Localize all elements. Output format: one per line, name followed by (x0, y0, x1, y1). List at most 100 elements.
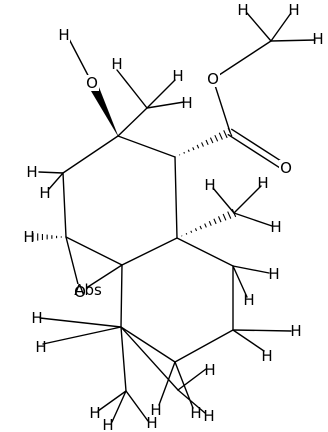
bond-c7-h2 (232, 329, 265, 352)
h-angular-3-label: H (204, 176, 215, 194)
h-c6-2-label: H (150, 401, 161, 419)
hash-c8a-methyl-stroke (190, 230, 193, 233)
bonds-layer (38, 12, 316, 423)
h-methoxy-2-label: H (288, 1, 299, 19)
bond-methyl-a-h2 (177, 368, 207, 391)
bond-c7-h1 (232, 329, 292, 332)
bond-c5-methyl-a (120, 326, 179, 391)
h-c7-1-label: H (290, 322, 301, 340)
epoxide-oxygen-label-backdrop (73, 284, 87, 300)
carbonyl-oxygen-label-backdrop (279, 160, 293, 176)
hash-c1-ester-stroke (187, 149, 190, 153)
bond-carbonyl-double-1 (227, 133, 285, 172)
bond-methyl-h2 (146, 79, 176, 109)
hash-c8a-methyl-stroke (204, 223, 207, 228)
h-methyl-c2-1-label: H (111, 55, 122, 73)
bond-c4a-c5 (120, 264, 123, 328)
hash-c8a-methyl-stroke (185, 232, 188, 235)
bond-c6-c7 (174, 329, 234, 363)
hash-c1-ester-stroke (227, 127, 233, 137)
bond-c3-h1 (38, 171, 64, 174)
epoxide-oxygen-label: O (74, 283, 86, 301)
hash-c8a-methyl-stroke (194, 228, 198, 232)
bond-c3-h2 (48, 172, 64, 190)
hash-c1-ester-stroke (192, 147, 195, 151)
hash-c1-ester (178, 127, 233, 156)
hash-c8a-methyl-stroke (213, 218, 217, 225)
h-c5-a-label: H (31, 309, 42, 327)
hash-c8a-methyl-stroke (208, 220, 212, 226)
bond-c4-epoxide-o (65, 236, 81, 293)
hydroxyl-oxygen-label: O (86, 74, 98, 92)
hash-c1-ester-stroke (223, 130, 228, 139)
hash-c1-ester-stroke (205, 139, 209, 146)
bond-ether-o-methyl (212, 40, 272, 80)
h-c4-label: H (23, 228, 34, 246)
hydroxyl-hydrogen-label-backdrop (58, 28, 70, 42)
bond-angular-methyl-h3 (212, 187, 235, 214)
hydroxyl-oxygen-label-backdrop (85, 75, 99, 91)
ester-oxygen-label-backdrop (206, 71, 220, 87)
bond-methyl-b-h2 (111, 390, 127, 423)
bond-c5-h-a (39, 317, 122, 328)
h-angular-2-label: H (270, 218, 281, 236)
bond-carbonyl-c-ether-o (212, 78, 231, 133)
bond-c2-methyl (117, 107, 148, 137)
bond-carbonyl-double-2 (231, 128, 289, 167)
h-c7-2-label: H (261, 347, 272, 365)
bond-c5-h-b (42, 326, 122, 345)
bond-c8-c8a (176, 237, 234, 267)
h-angular-1-label: H (257, 174, 268, 192)
h-c5-b-label: H (35, 338, 46, 356)
h-c3-2-label: H (39, 184, 50, 202)
hash-c1-ester-stroke (214, 134, 219, 142)
hash-c1-ester-stroke (218, 132, 223, 140)
bond-methyl-a-h3 (177, 389, 206, 414)
bond-c8-h2 (232, 265, 248, 298)
ester-oxygen-label: O (207, 70, 219, 88)
bond-angular-methyl-h1 (233, 185, 262, 214)
h-methyl-5b-1-label: H (89, 404, 100, 422)
bond-methyl-h1 (116, 69, 148, 109)
hydroxyl-hydrogen-label: H (58, 26, 69, 44)
bond-c3-c4 (62, 172, 67, 238)
h-methyl-c2-3-label: H (181, 94, 192, 112)
hash-c1-ester-stroke (201, 142, 204, 147)
hash-c4-hydrogen (32, 232, 62, 242)
h-methyl-5a-3-label: H (203, 407, 214, 425)
bond-methyl-b-h1 (97, 390, 127, 412)
stereo-layer (32, 80, 237, 242)
hash-c8a-methyl-stroke (217, 216, 222, 223)
h-c6-1-label: H (190, 404, 201, 422)
bond-c8a-c1 (174, 156, 178, 239)
bond-c4a-c8a (121, 237, 178, 266)
bond-methyl-h3 (146, 101, 185, 109)
h-methyl-c2-2-label: H (172, 67, 183, 85)
bond-c4-c4a (65, 236, 123, 266)
h-methoxy-3-label: H (312, 30, 323, 48)
bond-c2-c1 (117, 135, 176, 158)
bond-methyl-b-h3 (125, 390, 149, 422)
hash-c1-ester-stroke (196, 144, 200, 149)
h-c3-1-label: H (26, 163, 37, 181)
h-methoxy-1-label: H (237, 1, 248, 19)
carbonyl-oxygen-label: O (280, 159, 292, 177)
hash-c8a-methyl-stroke (199, 225, 202, 230)
h-methyl-5b-2-label: H (102, 416, 113, 432)
hash-c8a-methyl (181, 208, 237, 237)
hash-c8a-methyl-stroke (227, 211, 232, 219)
hash-c8a-methyl-stroke (231, 208, 237, 218)
bond-c5-methyl-b (120, 326, 127, 392)
bond-c6-h2 (158, 361, 176, 406)
h-methyl-5a-2-label: H (204, 361, 215, 379)
hash-c1-ester-stroke (209, 137, 214, 144)
hash-c8a-methyl-stroke (222, 213, 227, 221)
h-c8-1-label: H (268, 265, 279, 283)
bond-angular-methyl-h2 (233, 212, 273, 227)
bond-methoxy-h3 (270, 39, 316, 42)
bond-c2-c3 (62, 135, 119, 174)
h-methyl-5b-3-label: H (146, 414, 157, 432)
bond-c5-c6 (120, 326, 176, 363)
